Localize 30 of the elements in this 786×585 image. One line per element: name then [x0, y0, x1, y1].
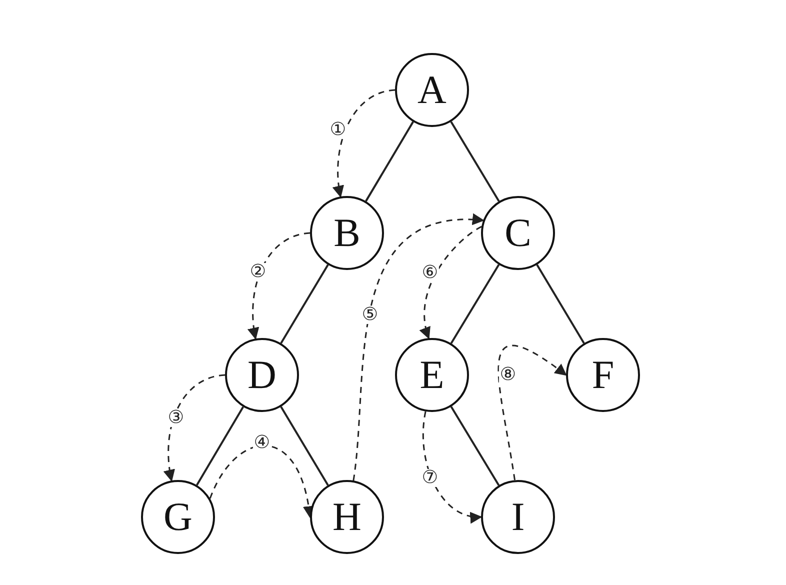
- dashed-arrow: [420, 226, 482, 340]
- tree-node: F: [566, 338, 640, 412]
- tree-node: A: [395, 53, 469, 127]
- edge-label: ①: [328, 121, 348, 139]
- dashed-arrow: [422, 411, 482, 522]
- tree-node: B: [310, 196, 384, 270]
- dashed-arrow: [352, 214, 484, 481]
- tree-edge: [450, 406, 500, 486]
- tree-node: H: [310, 480, 384, 554]
- tree-edge: [280, 406, 329, 486]
- tree-node: I: [481, 480, 555, 554]
- tree-edge: [196, 406, 244, 486]
- dashed-arrow: [164, 374, 226, 482]
- dashed-arrow: [498, 345, 567, 480]
- edge-label: ⑤: [360, 306, 380, 324]
- edge-label: ③: [166, 409, 186, 427]
- dashed-arrow: [248, 232, 310, 340]
- edge-label: ⑥: [420, 264, 440, 282]
- tree-node: G: [141, 480, 215, 554]
- edge-label: ⑧: [498, 366, 518, 384]
- tree-edge: [365, 121, 414, 202]
- tree-node: C: [481, 196, 555, 270]
- edge-label: ⑦: [420, 469, 440, 487]
- tree-node: E: [395, 338, 469, 412]
- tree-edge: [450, 121, 500, 202]
- tree-edge: [450, 264, 500, 344]
- tree-edge: [280, 264, 329, 344]
- tree-edge: [536, 264, 585, 344]
- dashed-arrow: [332, 89, 396, 198]
- tree-node: D: [225, 338, 299, 412]
